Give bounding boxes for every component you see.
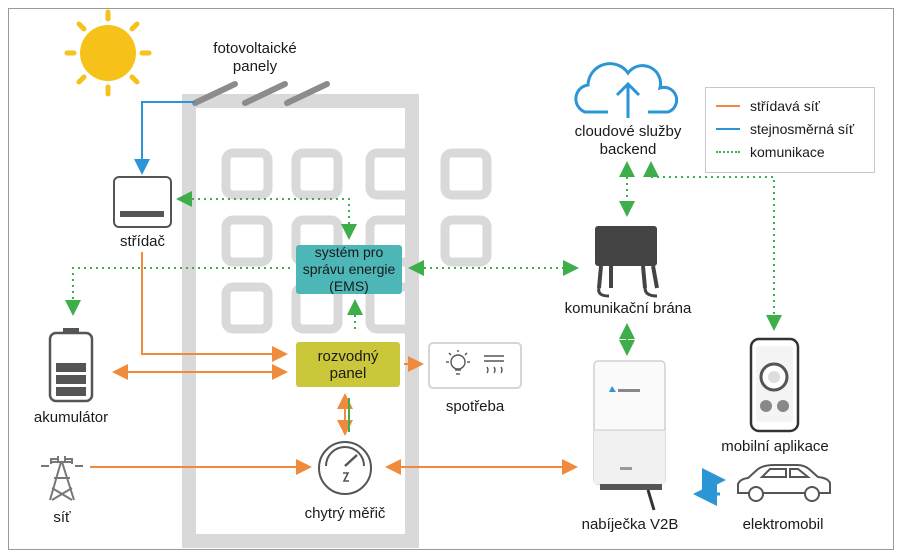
charger-label: nabíječka V2B <box>581 516 679 533</box>
consumption-box <box>428 342 522 389</box>
distribution-panel-bg <box>296 342 400 387</box>
ems-line3: (EMS) <box>329 278 369 294</box>
smartphone-icon <box>749 337 800 433</box>
legend-dc: stejnosměrná síť <box>716 121 854 137</box>
inverter-label: střídač <box>119 233 165 250</box>
sun-icon <box>64 9 152 97</box>
app-label: mobilní aplikace <box>721 438 829 455</box>
distribution-panel-box: rozvodný panel <box>296 342 400 387</box>
battery-label: akumulátor <box>33 409 109 426</box>
comm-line-ems-battery <box>65 267 290 316</box>
pv-panels-label: fotovoltaické panely <box>200 40 310 76</box>
pv-panels-label-line2: panely <box>232 58 278 75</box>
comm-line-inverter-ems <box>176 191 357 240</box>
power-pylon-icon <box>41 456 83 501</box>
legend-ac: střídavá síť <box>716 98 820 114</box>
cloud-label: cloudové služby backend <box>570 123 686 159</box>
grid-label: síť <box>53 509 71 526</box>
dc-line-pv-inverter <box>134 101 195 175</box>
diagram-frame <box>8 8 894 550</box>
legend-ac-swatch <box>716 105 740 107</box>
light-bulb-icon <box>446 350 470 375</box>
legend-dc-label: stejnosměrná síť <box>750 121 855 137</box>
cloud-label-line1: cloudové služby <box>574 123 682 140</box>
ev-label: elektromobil <box>742 516 824 533</box>
ems-box: systém pro správu energie (EMS) <box>296 244 402 294</box>
ems-line2: správu energie <box>302 261 396 277</box>
cloud-upload-icon <box>574 62 679 118</box>
battery-icon <box>48 328 94 403</box>
ac-line-inverter-panel <box>141 252 288 362</box>
comm-line-cloud-app <box>643 161 782 331</box>
legend-dc-swatch <box>716 128 740 130</box>
gateway-label: komunikační brána <box>564 300 692 317</box>
distribution-panel-line1: rozvodný <box>317 347 379 365</box>
legend-ac-label: střídavá síť <box>750 98 820 114</box>
legend: střídavá síť stejnosměrná síť komunikace <box>705 87 875 173</box>
gateway-router-icon <box>595 226 659 298</box>
legend-comm-label: komunikace <box>750 144 825 160</box>
car-icon <box>737 464 831 502</box>
pv-panels-label-line1: fotovoltaické <box>213 40 297 57</box>
legend-comm: komunikace <box>716 144 825 160</box>
consumption-label: spotřeba <box>445 398 505 415</box>
wallbox-charger-icon <box>593 360 666 511</box>
ems-box-bg <box>296 245 402 294</box>
inverter-icon <box>113 176 172 228</box>
cloud-label-line2: backend <box>599 141 657 158</box>
gauge-icon <box>318 441 372 495</box>
distribution-panel-line2: panel <box>329 364 367 382</box>
heater-icon <box>484 355 504 374</box>
legend-comm-swatch <box>716 151 740 153</box>
ems-line1: systém pro <box>314 244 384 260</box>
meter-label: chytrý měřič <box>304 505 386 522</box>
solar-panels-icon <box>192 81 330 106</box>
